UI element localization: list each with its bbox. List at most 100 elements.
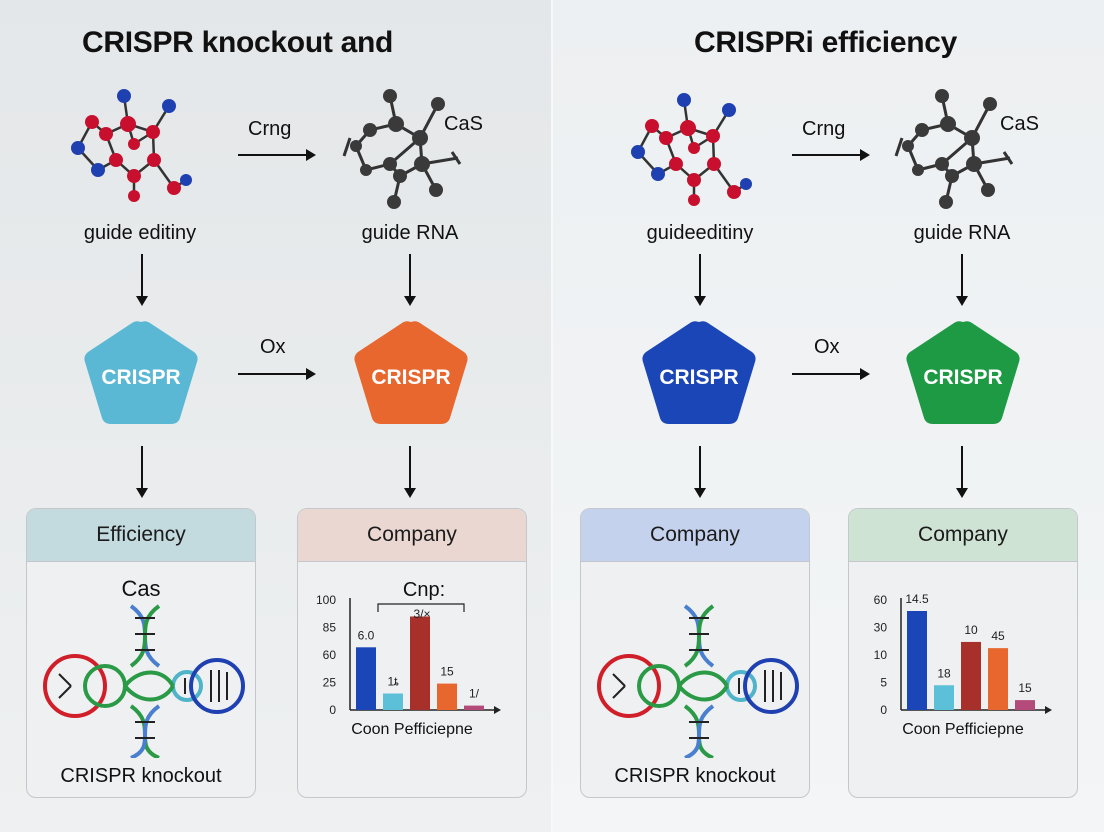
bracket-label: 3/×	[413, 607, 430, 621]
bar-data-label: 6.0	[358, 628, 375, 642]
bar-data-label: 1ȶ	[387, 675, 399, 689]
dna-plasmid-icon-right	[597, 604, 799, 758]
left-pentagon-2-shape	[354, 321, 468, 424]
right-mid-arrow-icon	[792, 368, 870, 380]
bar-data-label: 1/	[469, 687, 480, 701]
chart-xlabel: Coon Pefficiepne	[902, 721, 1024, 738]
left-pentagon-1-shape	[84, 321, 198, 424]
bar	[356, 647, 376, 710]
right-pentagon-2-shape	[906, 321, 1020, 424]
right-pentagon-2-label: CRISPR	[923, 366, 1003, 389]
bar	[934, 685, 954, 710]
y-tick-label: 0	[880, 703, 887, 717]
bar	[437, 683, 457, 710]
bar-data-label: 45	[991, 629, 1005, 643]
left-panel-efficiency-title: Efficiency	[96, 523, 186, 546]
bar-data-label: 14.5	[905, 592, 929, 606]
molecule-colored-icon	[71, 89, 192, 202]
molecule-colored-icon-right	[631, 93, 752, 206]
bar	[464, 705, 484, 710]
left-down-arrow-1-icon	[136, 254, 148, 306]
bracket-line	[377, 603, 465, 612]
bar	[907, 611, 927, 710]
right-arrow-top-label: Crng	[802, 118, 846, 140]
y-tick-label: 10	[874, 648, 888, 662]
y-tick-label: 30	[874, 621, 888, 635]
y-tick-label: 60	[323, 648, 337, 662]
right-top-arrow-icon	[792, 149, 870, 161]
bar-data-label: 10	[964, 623, 978, 637]
center-divider	[551, 0, 553, 832]
right-pentagon-1	[642, 321, 756, 424]
right-molecule1-label: guideeditiny	[646, 222, 754, 244]
left-down-arrow-4-icon	[404, 446, 416, 498]
left-panel-efficiency-header: Efficiency	[27, 509, 255, 562]
left-mid-arrow-icon	[238, 368, 316, 380]
bar	[961, 641, 981, 710]
left-panel-company-title: Company	[367, 523, 457, 546]
x-axis-arrow	[1045, 706, 1052, 714]
left-down-arrow-3-icon	[136, 446, 148, 498]
right-arrow-mid-label: Ox	[814, 336, 840, 358]
chart-xlabel: Coon Pefficiepne	[351, 721, 473, 738]
y-tick-label: 60	[874, 593, 888, 607]
left-panel-company: Company 0 25 60 85 100 6.0 1ȶ 15 1/Cnp: 3/× Coon P…	[297, 508, 527, 798]
right-panel-company-1-title: Company	[650, 523, 740, 546]
left-down-arrow-2-icon	[404, 254, 416, 306]
y-tick-label: 100	[316, 593, 336, 607]
x-axis-arrow	[494, 706, 501, 714]
right-down-arrow-2-icon	[956, 254, 968, 306]
left-molecule2-tag: CaS	[444, 113, 483, 135]
bar	[410, 616, 430, 710]
dna-plasmid-icon	[43, 604, 245, 758]
y-tick-label: 85	[323, 621, 337, 635]
left-panel-efficiency-caption: CRISPR knockout	[60, 765, 222, 787]
left-panel-efficiency: Efficiency Cas	[26, 508, 256, 798]
y-tick-label: 25	[323, 676, 337, 690]
right-pentagon-2	[906, 321, 1020, 424]
right-down-arrow-4-icon	[956, 446, 968, 498]
bar-data-label: 18	[937, 666, 951, 680]
left-pentagon-2	[354, 321, 468, 424]
left-molecule2-label: guide RNA	[361, 222, 459, 244]
right-molecule2-tag: CaS	[1000, 113, 1039, 135]
left-molecule1-label: guide editiny	[83, 222, 197, 244]
left-arrow-mid-label: Ox	[260, 336, 286, 358]
left-pentagon-1	[84, 321, 198, 424]
right-down-arrow-1-icon	[694, 254, 706, 306]
right-title: CRISPRi efficiency	[694, 26, 958, 59]
left-panel-company-body: 0 25 60 85 100 6.0 1ȶ 15 1/Cnp: 3/× Coon Pefficiep…	[298, 562, 526, 797]
bar-data-label: 15	[1018, 681, 1032, 695]
y-tick-label: 0	[329, 703, 336, 717]
right-pentagon-1-label: CRISPR	[659, 366, 739, 389]
right-panel-company-1-caption: CRISPR knockout	[614, 765, 776, 787]
left-panel-efficiency-top-text: Cas	[121, 576, 161, 601]
right-panel-company-1: Company	[580, 508, 810, 798]
bar	[1015, 700, 1035, 710]
chart-title: Cnp:	[403, 579, 445, 601]
left-pentagon-1-label: CRISPR	[101, 366, 181, 389]
y-tick-label: 5	[880, 676, 887, 690]
left-title: CRISPR knockout and	[82, 26, 393, 59]
left-panel-efficiency-body: Cas	[27, 562, 255, 797]
right-down-arrow-3-icon	[694, 446, 706, 498]
left-arrow-top-label: Crng	[248, 118, 292, 140]
left-panel-company-header: Company	[298, 509, 526, 562]
molecule-dark-icon	[342, 89, 462, 209]
left-bar-chart: 0 25 60 85 100 6.0 1ȶ 15 1/Cnp: 3/× Coon Pefficiep…	[316, 579, 501, 738]
bar-data-label: 15	[440, 665, 454, 679]
right-panel-company-2-title: Company	[918, 523, 1008, 546]
right-pentagon-1-shape	[642, 321, 756, 424]
right-panel-company-2-header: Company	[849, 509, 1077, 562]
left-pentagon-2-label: CRISPR	[371, 366, 451, 389]
right-panel-company-1-body: CRISPR knockout	[581, 562, 809, 797]
right-panel-company-1-header: Company	[581, 509, 809, 562]
right-molecule2-label: guide RNA	[913, 222, 1011, 244]
bar	[383, 693, 403, 710]
bar	[988, 648, 1008, 710]
left-top-arrow-icon	[238, 149, 316, 161]
